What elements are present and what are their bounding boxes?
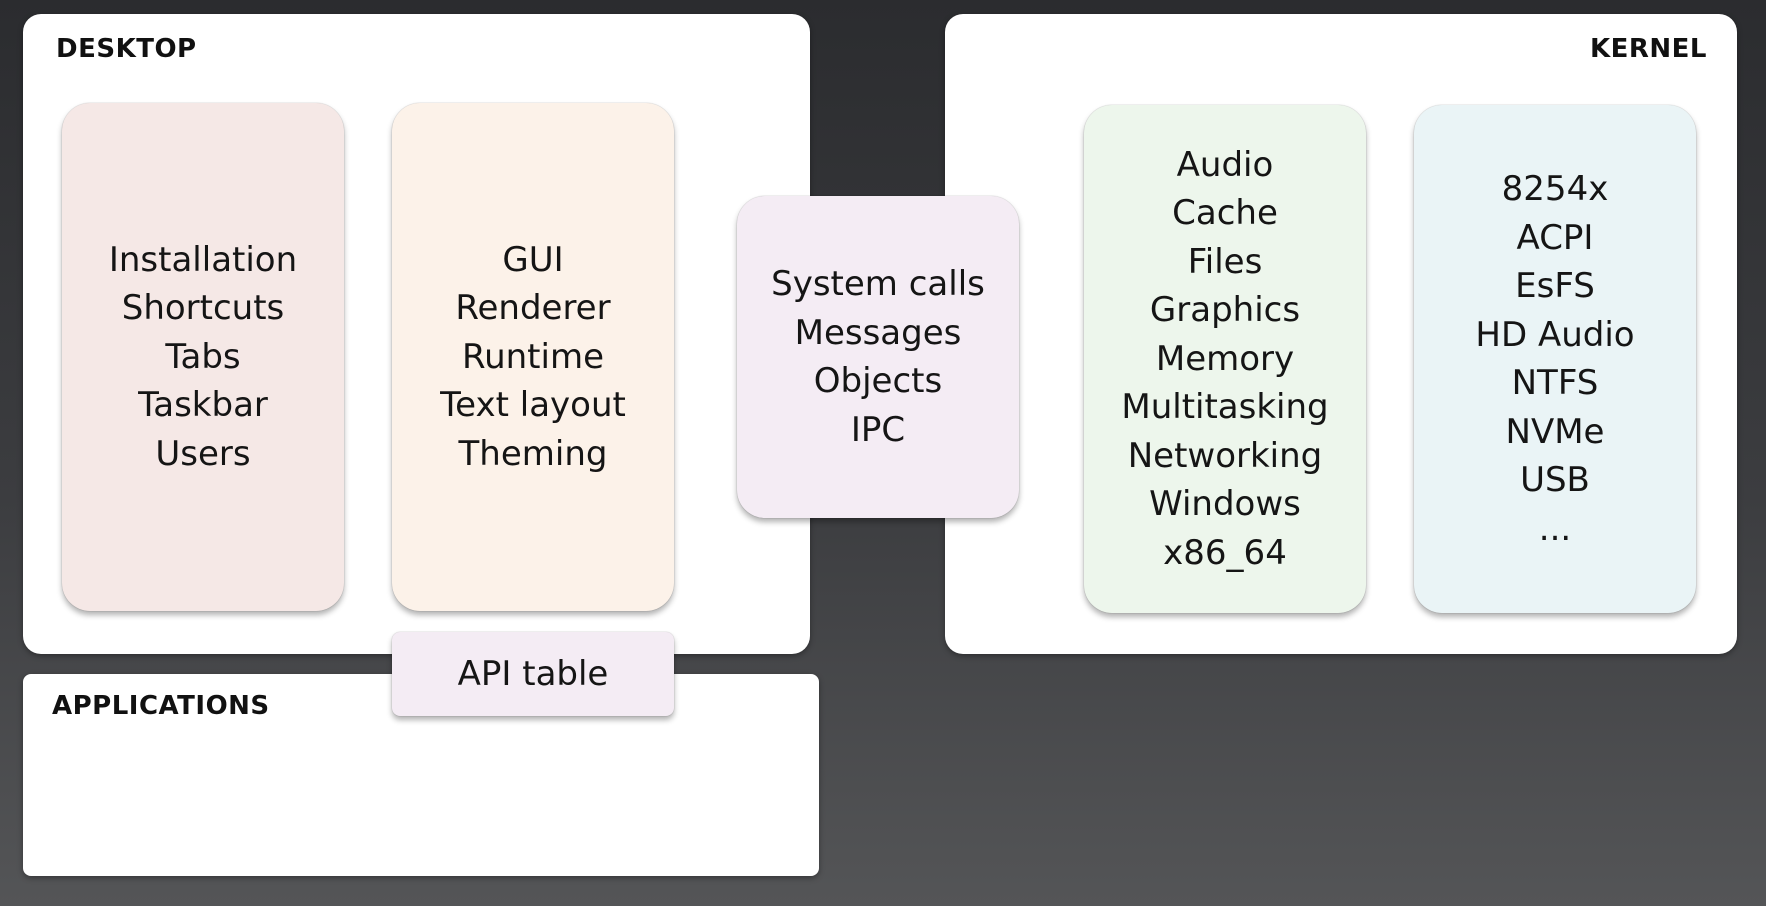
list-item: Users [155, 433, 251, 474]
list-item: Shortcuts [121, 288, 285, 329]
kernel-title: KERNEL [1589, 34, 1707, 64]
list-item: NVMe [1505, 411, 1605, 452]
list-item: EsFS [1515, 266, 1595, 306]
system-interface-box: System calls Messages Objects IPC [737, 196, 1019, 518]
list-item: Cache [1172, 193, 1278, 234]
applications-title: APPLICATIONS [52, 691, 270, 721]
list-item: USB [1520, 460, 1590, 500]
list-item: Messages [794, 312, 962, 353]
list-item: Files [1187, 241, 1263, 282]
api-table-label: API table [457, 653, 609, 694]
list-item: Networking [1127, 435, 1323, 476]
api-table-box: API table [392, 632, 674, 716]
list-item: Installation [108, 239, 298, 280]
desktop-title: DESKTOP [56, 34, 197, 64]
list-item: 8254x [1501, 169, 1609, 209]
list-item: NTFS [1511, 363, 1599, 403]
list-item: Text layout [440, 385, 626, 426]
list-item: Objects [813, 361, 943, 401]
list-item: Multitasking [1121, 387, 1329, 428]
list-item: Taskbar [138, 385, 268, 426]
kernel-drivers-box: 8254x ACPI EsFS HD Audio NTFS NVMe USB .… [1414, 105, 1696, 613]
list-item: x86_64 [1163, 532, 1287, 573]
list-item: System calls [771, 264, 985, 304]
desktop-libraries-box: GUI Renderer Runtime Text layout Theming [392, 103, 674, 611]
list-item: ... [1538, 508, 1572, 549]
list-item: Tabs [165, 336, 241, 377]
list-item: GUI [502, 239, 564, 280]
list-item: Theming [458, 433, 608, 474]
desktop-shell-box: Installation Shortcuts Tabs Taskbar User… [62, 103, 344, 611]
list-item: HD Audio [1475, 314, 1635, 355]
list-item: Renderer [455, 288, 611, 329]
list-item: Graphics [1149, 290, 1301, 331]
list-item: Audio [1176, 144, 1274, 185]
kernel-core-box: Audio Cache Files Graphics Memory Multit… [1084, 105, 1366, 613]
list-item: IPC [850, 409, 906, 450]
list-item: Windows [1149, 484, 1301, 525]
list-item: Memory [1155, 338, 1295, 379]
list-item: Runtime [461, 336, 604, 377]
list-item: ACPI [1516, 217, 1594, 258]
